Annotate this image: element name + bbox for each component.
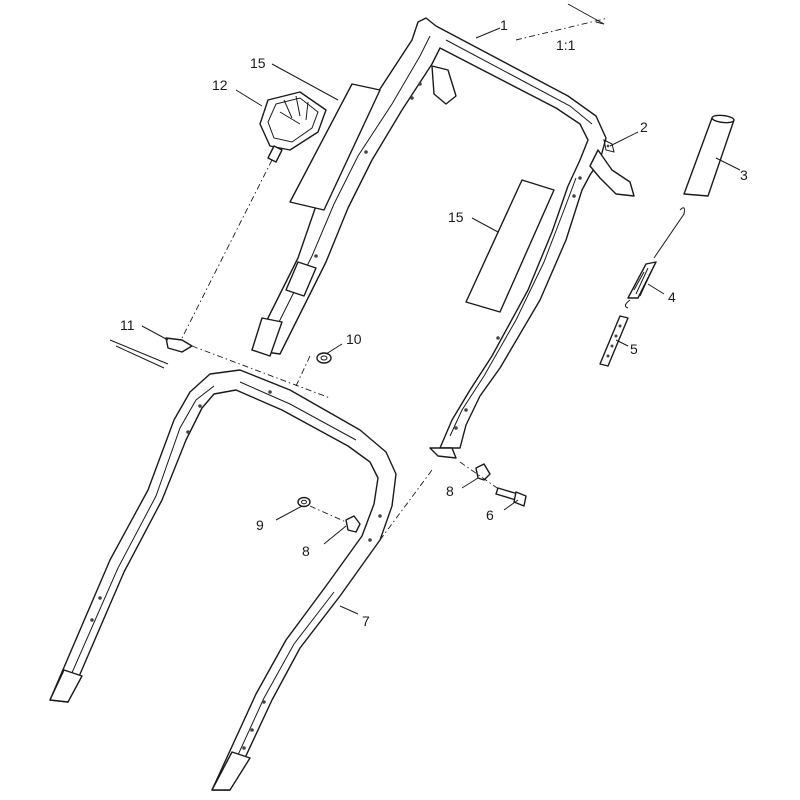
cable-clip[interactable] — [109, 337, 193, 369]
callout-4: 4 — [668, 289, 676, 305]
callout-8-right: 8 — [446, 483, 454, 499]
leader-lines — [141, 27, 741, 615]
wing-nut-8-left[interactable] — [345, 515, 361, 533]
callout-5: 5 — [630, 341, 638, 357]
callout-10: 10 — [346, 331, 362, 347]
callout-15-left: 15 — [250, 55, 266, 71]
upper-handle[interactable] — [251, 17, 635, 459]
callout-9: 9 — [256, 517, 264, 533]
callout-3: 3 — [740, 167, 748, 183]
callouts: 1:1 1 2 3 4 5 6 7 8 8 9 10 11 12 15 15 — [120, 17, 748, 629]
callout-2: 2 — [640, 119, 648, 135]
callout-11: 11 — [120, 317, 135, 333]
callout-6: 6 — [486, 507, 494, 523]
wing-nut-8-right[interactable] — [475, 463, 491, 481]
nut-9[interactable] — [297, 496, 311, 508]
scale-label: 1:1 — [556, 37, 576, 53]
callout-1: 1 — [500, 17, 508, 33]
bolt-6[interactable] — [495, 487, 527, 507]
assembly-centerlines — [181, 17, 609, 541]
callout-12: 12 — [212, 77, 228, 93]
adjuster-strip[interactable] — [599, 315, 629, 367]
scale-marker — [567, 3, 605, 25]
decal-label-left[interactable] — [289, 83, 381, 211]
nut-10[interactable] — [316, 352, 332, 364]
grip-sleeve[interactable] — [683, 114, 735, 197]
callout-7: 7 — [362, 613, 370, 629]
decal-label-right[interactable] — [465, 179, 555, 313]
callout-8-left: 8 — [302, 543, 310, 559]
handle-knob[interactable] — [259, 91, 327, 163]
callout-15-right: 15 — [448, 209, 464, 225]
lower-handle[interactable] — [49, 369, 397, 791]
cable-spring[interactable] — [624, 207, 685, 309]
